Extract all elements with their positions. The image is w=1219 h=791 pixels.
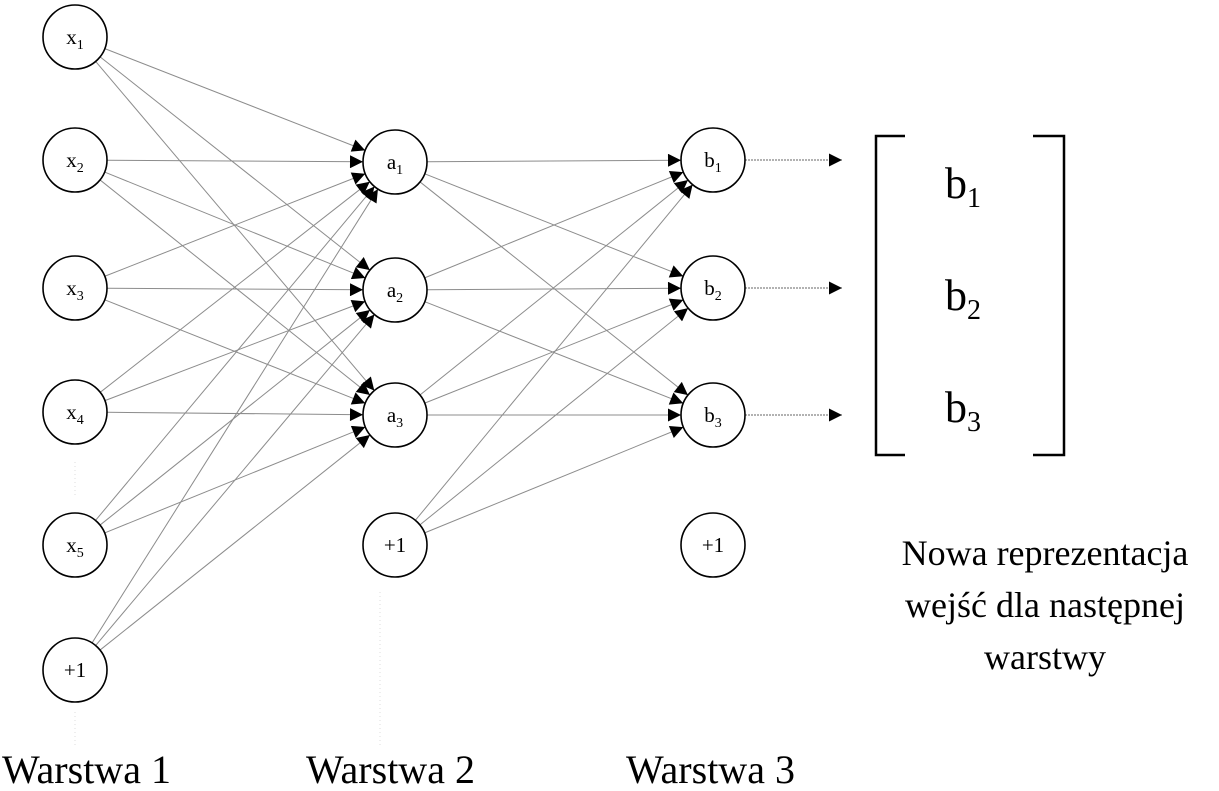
node-bias2: +1	[362, 512, 428, 578]
node-x2: x2	[42, 127, 108, 193]
edges-group	[91, 48, 694, 651]
node-bias1: +1	[42, 637, 108, 703]
edge-x4-to-a3	[106, 408, 364, 422]
node-circle	[362, 382, 428, 448]
node-circle	[42, 512, 108, 578]
node-b2: b2	[680, 255, 746, 321]
edge-x2-to-a1	[106, 155, 364, 169]
layer-labels: Warstwa 1 Warstwa 2 Warstwa 3	[2, 747, 795, 791]
left-bracket	[874, 134, 905, 457]
node-b3: b3	[680, 382, 746, 448]
node-label: x2	[66, 148, 84, 176]
edge-x1-to-a1	[104, 48, 366, 152]
edge-x1-to-a3	[95, 61, 375, 391]
edge-a3-to-b1	[419, 179, 689, 396]
output-edges-group	[745, 153, 842, 422]
vector-entry-2: b2	[945, 271, 981, 326]
edge-x3-to-a2	[106, 283, 364, 297]
node-circle	[362, 257, 428, 323]
edge-a2-to-b1	[424, 171, 684, 279]
node-x5: x5	[42, 512, 108, 578]
node-circle	[680, 512, 746, 578]
edge-x4-to-a2	[104, 299, 366, 402]
node-label: x5	[66, 533, 84, 561]
node-circle	[362, 512, 428, 578]
edge-a1-to-b1	[426, 153, 682, 167]
node-label: x3	[66, 276, 84, 304]
node-label: +1	[702, 533, 724, 557]
edge-x5-to-a2	[99, 309, 371, 526]
layer-label-3: Warstwa 3	[626, 747, 795, 791]
node-circle	[362, 129, 428, 195]
caption-line-2: wejść dla następnej	[905, 585, 1185, 625]
node-label: b2	[704, 276, 722, 304]
node-label: b1	[704, 148, 722, 176]
vector-entry-3: b3	[945, 383, 981, 438]
node-bias3: +1	[680, 512, 746, 578]
caption-line-3: warstwy	[984, 637, 1106, 677]
node-x3: x3	[42, 255, 108, 321]
node-circle	[42, 4, 108, 70]
edge-bias1-to-a1	[91, 188, 379, 644]
edge-x5-to-a1	[95, 186, 375, 521]
node-circle	[42, 379, 108, 445]
node-label: +1	[64, 658, 86, 682]
caption-line-1: Nowa reprezentacja	[902, 533, 1189, 573]
node-circle	[680, 255, 746, 321]
node-label: b3	[704, 403, 722, 431]
layer-label-1: Warstwa 1	[2, 747, 171, 791]
edge-bias1-to-a3	[99, 434, 371, 651]
node-circle	[42, 127, 108, 193]
node-a2: a2	[362, 257, 428, 323]
node-label: +1	[384, 533, 406, 557]
edge-x1-to-a2	[99, 56, 371, 271]
edge-x3-to-a1	[104, 172, 366, 277]
node-circle	[42, 255, 108, 321]
edge-bias2-to-b2	[419, 307, 689, 526]
node-circle	[42, 637, 108, 703]
right-bracket	[1033, 134, 1066, 457]
node-label: a2	[387, 278, 403, 306]
caption: Nowa reprezentacja wejść dla następnej w…	[902, 533, 1189, 677]
node-label: a3	[387, 403, 403, 431]
node-label: x1	[66, 25, 84, 53]
output-vector: b1 b2 b3	[874, 134, 1066, 457]
edge-bias2-to-b1	[414, 184, 694, 521]
node-a1: a1	[362, 129, 428, 195]
node-x1: x1	[42, 4, 108, 70]
edge-bias2-to-b3	[424, 426, 684, 534]
dotted-guides	[74, 462, 381, 745]
layer-label-2: Warstwa 2	[306, 747, 475, 791]
nodes-group: x1 x2 x3 x4 x5 +1 a1 a2 a3 +1 b1 b2 b3 +1	[42, 4, 746, 703]
node-b1: b1	[680, 127, 746, 193]
node-circle	[680, 127, 746, 193]
edge-x4-to-a1	[99, 181, 371, 393]
node-label: x4	[66, 400, 84, 428]
edge-a2-to-b2	[426, 281, 682, 295]
vector-entry-1: b1	[945, 159, 981, 214]
edge-a3-to-b2	[424, 298, 684, 404]
node-x4: x4	[42, 379, 108, 445]
node-circle	[680, 382, 746, 448]
node-a3: a3	[362, 382, 428, 448]
edge-bias1-to-a2	[95, 314, 375, 646]
node-label: a1	[387, 150, 403, 178]
